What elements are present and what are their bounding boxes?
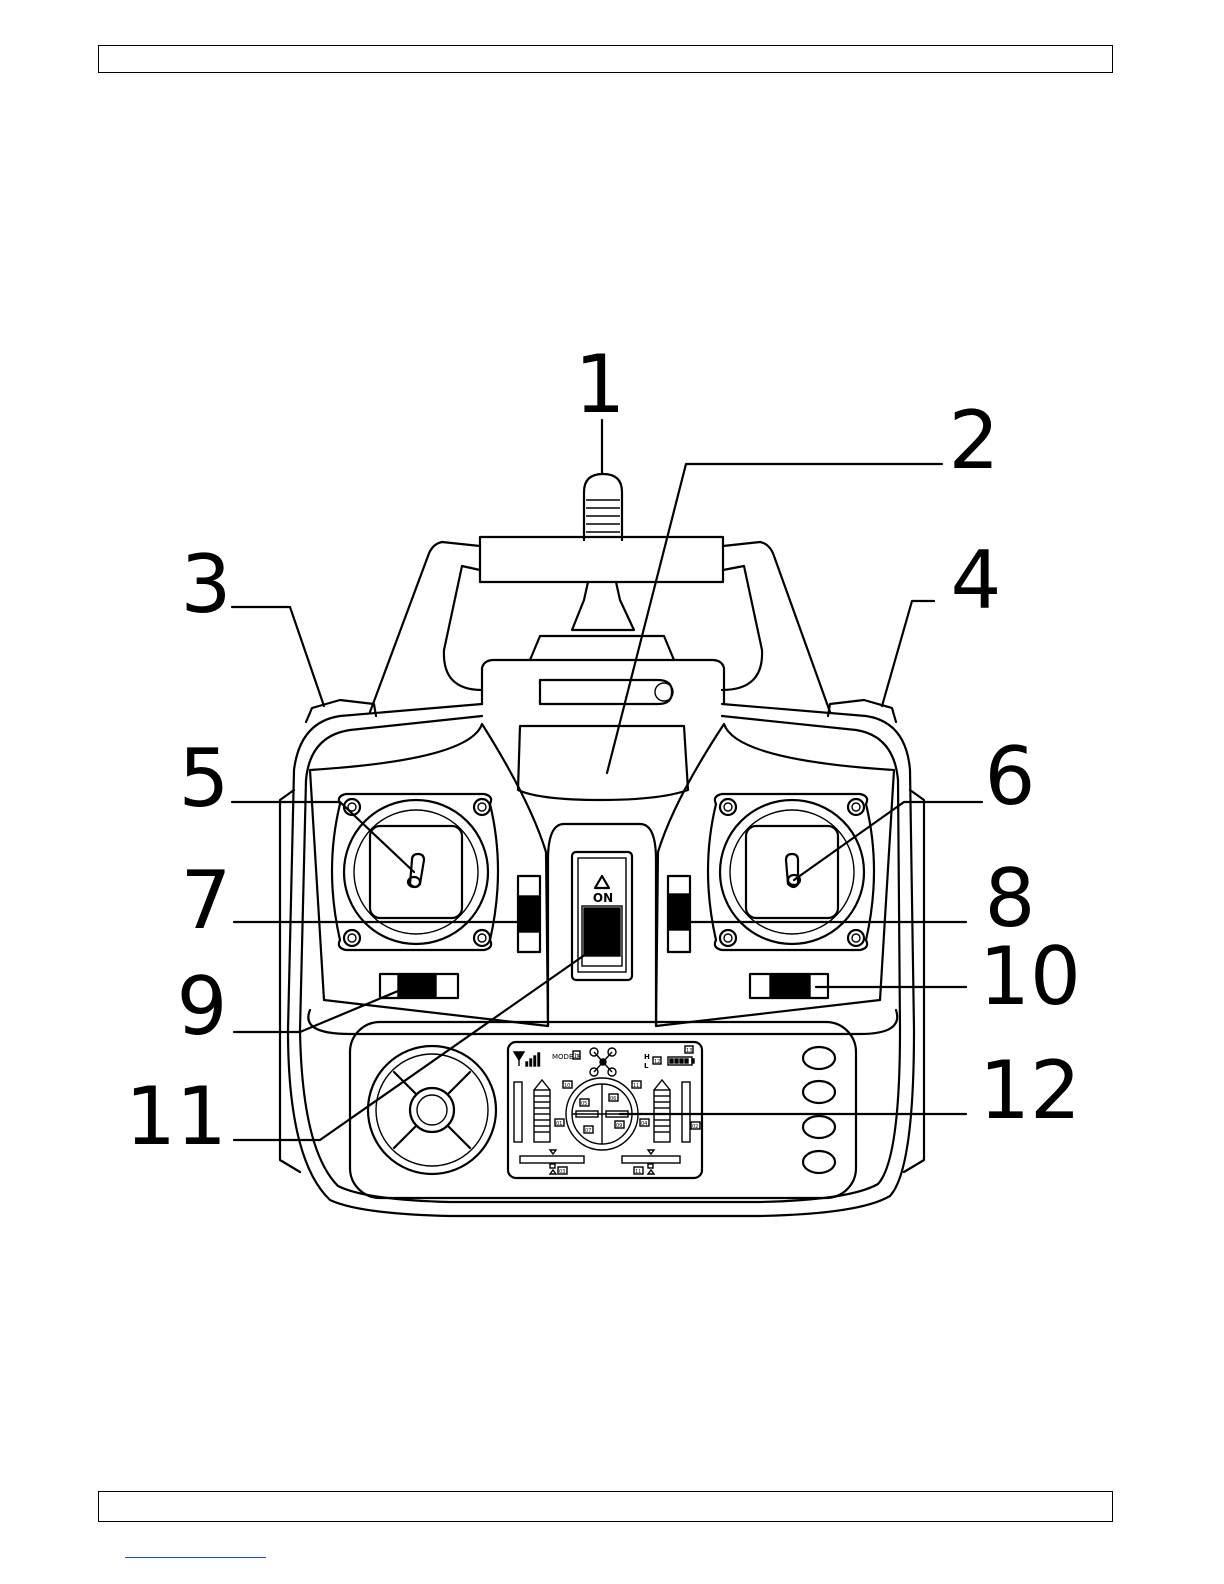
- function-button-1[interactable]: [803, 1047, 835, 1069]
- lcd-box-11-top: 11: [633, 1083, 639, 1089]
- lcd-mode-box: 14: [574, 1053, 582, 1060]
- lcd-hl-bottom: L: [644, 1062, 649, 1070]
- lcd-bottom-left-trim: [520, 1150, 584, 1174]
- callout-5: 5: [179, 732, 230, 825]
- right-vertical-trim[interactable]: [668, 876, 690, 952]
- lcd-box-10: 10: [564, 1083, 570, 1089]
- leader-lines: [232, 420, 982, 1140]
- leader-line-3: [232, 607, 324, 706]
- lcd-box-01: 01: [556, 1121, 562, 1127]
- power-switch-label: ON: [593, 891, 613, 905]
- callout-3: 3: [181, 538, 232, 631]
- lcd-hl-top: H: [644, 1053, 650, 1061]
- lcd-box-02: 02: [692, 1124, 698, 1130]
- function-buttons: [803, 1047, 835, 1173]
- callout-4: 4: [951, 534, 1002, 627]
- callout-9: 9: [177, 960, 228, 1053]
- callout-7: 7: [181, 854, 232, 947]
- left-vertical-trim[interactable]: [518, 876, 540, 952]
- leader-line-9: [234, 986, 410, 1032]
- drone-icon: [590, 1048, 616, 1076]
- signal-icon: [514, 1052, 540, 1066]
- lcd-box-06: 06: [610, 1096, 616, 1102]
- lcd-left-bar: [514, 1080, 550, 1142]
- right-shoulder-button[interactable]: [828, 700, 896, 722]
- lcd-box-07: 07: [585, 1128, 591, 1134]
- callout-2: 2: [949, 394, 1000, 487]
- callout-1: 1: [575, 338, 626, 431]
- callout-6: 6: [985, 730, 1036, 823]
- lcd-box-11-bottom: 11: [635, 1169, 641, 1175]
- lcd-right-bar: [654, 1080, 690, 1142]
- leader-line-5: [232, 802, 414, 872]
- function-button-2[interactable]: [803, 1081, 835, 1103]
- lcd-display: MODE 1 14 13 H L 12: [508, 1042, 702, 1178]
- antenna: [572, 474, 634, 630]
- lcd-box-04: 04: [641, 1121, 647, 1127]
- power-switch[interactable]: ON: [572, 852, 632, 980]
- lcd-bottom-right-trim: [622, 1150, 680, 1174]
- left-shoulder-button[interactable]: [306, 700, 376, 722]
- direction-pad[interactable]: [368, 1046, 496, 1174]
- lcd-box-03: 03: [559, 1169, 565, 1175]
- leader-line-4: [882, 601, 934, 706]
- lcd-box-09: 09: [616, 1123, 622, 1129]
- carry-handle: [370, 537, 830, 712]
- lcd-box-05: 05: [581, 1101, 587, 1107]
- right-control-stick[interactable]: [708, 794, 874, 950]
- callout-12: 12: [979, 1044, 1081, 1137]
- battery-icon: [668, 1057, 694, 1065]
- callout-10: 10: [979, 930, 1081, 1023]
- function-button-3[interactable]: [803, 1116, 835, 1138]
- lcd-hl-box: 12: [654, 1059, 660, 1065]
- lcd-battery-box: 13: [686, 1048, 692, 1054]
- callout-11: 11: [125, 1070, 227, 1163]
- function-button-4[interactable]: [803, 1151, 835, 1173]
